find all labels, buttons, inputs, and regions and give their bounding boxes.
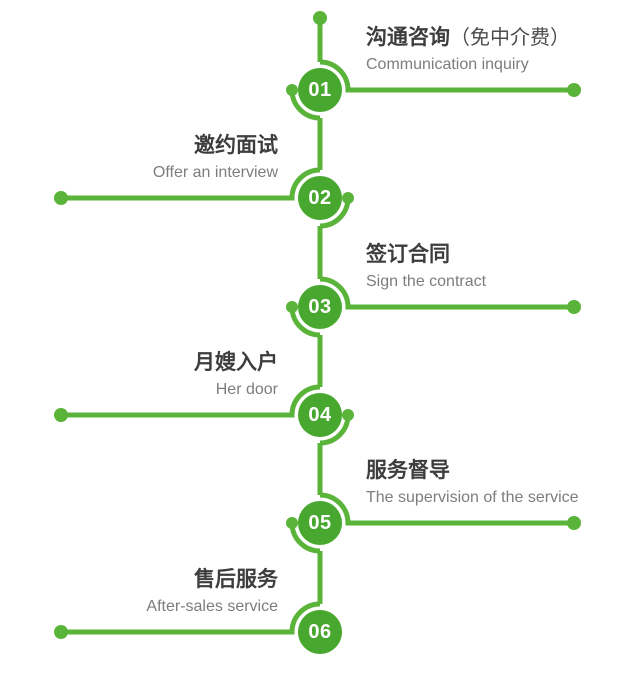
step2-number: 02 [308, 186, 332, 209]
step4-title: 月嫂入户 [194, 351, 278, 374]
step3-side-dot [286, 301, 298, 313]
step4-subtitle: Her door [215, 381, 278, 398]
step1-title: 沟通咨询（免中介费） [366, 26, 570, 49]
step4-number: 04 [308, 403, 332, 426]
step6-connector [61, 601, 321, 635]
step1-end-dot [567, 83, 581, 97]
step6-subtitle: After-sales service [146, 598, 278, 615]
step1-side-dot [286, 84, 298, 96]
step1-number-badge: 01 [298, 68, 342, 112]
step5-label: 服务督导 The supervision of the service [366, 451, 640, 511]
step2-side-dot [342, 192, 354, 204]
step3-subtitle: Sign the contract [366, 273, 487, 290]
step2-end-dot [54, 191, 68, 205]
step5-number-badge: 05 [298, 501, 342, 545]
step2-label: 邀约面试 Offer an interview [0, 126, 278, 186]
step5-side-dot [286, 517, 298, 529]
step6-end-dot [54, 625, 68, 639]
step5-connector [319, 492, 574, 526]
step3-title: 签订合同 [366, 243, 450, 266]
step2-number-badge: 02 [298, 176, 342, 220]
step6-number-badge: 06 [298, 610, 342, 654]
step4-end-dot [54, 408, 68, 422]
step6-title: 售后服务 [194, 568, 278, 591]
step5-number: 05 [308, 511, 332, 534]
step1-title-note: （免中介费） [450, 27, 570, 49]
step6-label: 售后服务 After-sales service [0, 560, 278, 620]
step1-subtitle: Communication inquiry [366, 56, 529, 73]
step1-number: 01 [308, 78, 332, 101]
step4-connector [61, 384, 321, 418]
step5-subtitle: The supervision of the service [366, 489, 579, 506]
step1-connector [319, 59, 574, 93]
timeline-start-dot [313, 11, 327, 25]
step4-number-badge: 04 [298, 393, 342, 437]
step1-label: 沟通咨询（免中介费） Communication inquiry [366, 18, 640, 78]
step2-subtitle: Offer an interview [152, 164, 278, 181]
step3-label: 签订合同 Sign the contract [366, 235, 640, 295]
step3-number: 03 [308, 295, 332, 318]
step6-number: 06 [308, 620, 332, 643]
step5-end-dot [567, 516, 581, 530]
step4-label: 月嫂入户 Her door [0, 343, 278, 403]
step3-connector [319, 276, 574, 310]
step3-number-badge: 03 [298, 285, 342, 329]
step3-end-dot [567, 300, 581, 314]
step2-connector [61, 167, 321, 201]
step5-title: 服务督导 [366, 459, 450, 482]
step4-side-dot [342, 409, 354, 421]
step2-title: 邀约面试 [194, 134, 278, 157]
